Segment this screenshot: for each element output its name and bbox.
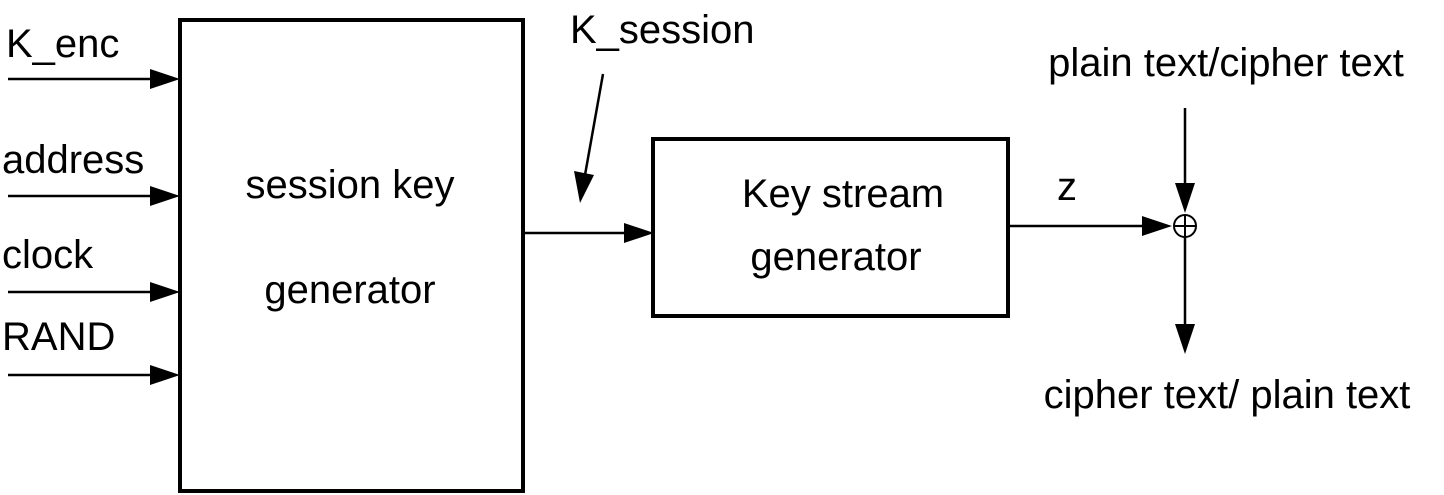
arrow-xor-to-output [1175, 237, 1195, 354]
label-clock: clock [2, 233, 94, 277]
label-z: z [1057, 165, 1077, 209]
arrow-rand [8, 365, 180, 385]
key-stream-generator-label-1: Key stream [742, 172, 944, 216]
key-stream-generator-label-2: generator [750, 235, 921, 279]
session-key-generator-label-2: generator [264, 268, 435, 312]
k-session-pointer-arrow [574, 73, 605, 203]
key-stream-generator-box [651, 137, 1010, 318]
label-cipher-text-out: cipher text/ plain text [1044, 373, 1411, 417]
arrow-z-to-xor [1008, 216, 1172, 236]
label-plain-text-in: plain text/cipher text [1048, 41, 1404, 85]
xor-icon [1173, 214, 1197, 238]
label-k-enc: K_enc [6, 22, 119, 66]
arrow-session-to-keystream [523, 223, 654, 243]
arrow-k-enc [8, 69, 180, 89]
session-key-generator-label-1: session key [246, 163, 455, 207]
label-rand: RAND [2, 315, 115, 359]
arrow-plain-text-to-xor [1175, 108, 1195, 213]
label-k-session: K_session [570, 8, 755, 52]
arrow-clock [8, 282, 180, 302]
arrow-address [8, 186, 180, 206]
session-key-generator-box [178, 18, 525, 493]
label-address: address [2, 138, 144, 182]
